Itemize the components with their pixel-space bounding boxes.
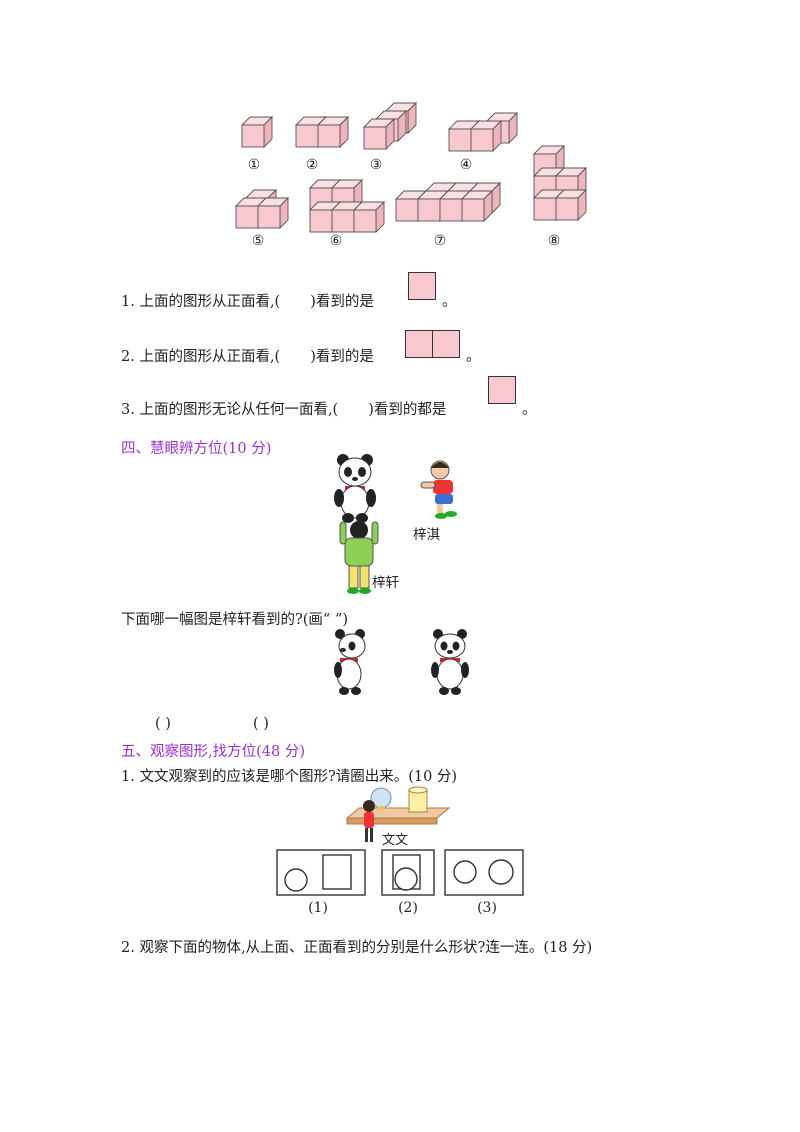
cube-figure-1 bbox=[241, 116, 273, 148]
boy-zixuan-icon bbox=[339, 521, 379, 594]
square-view-icon bbox=[488, 376, 516, 404]
section-4-question: 下面哪一幅图是梓轩看到的?(画“ ”) bbox=[121, 612, 349, 628]
girl-wenwen-icon bbox=[363, 800, 375, 842]
name-wenwen: 文文 bbox=[382, 833, 409, 848]
cylinder-icon bbox=[408, 786, 428, 813]
cube-figures bbox=[235, 102, 587, 233]
option-2-figure bbox=[381, 849, 435, 896]
name-ziqi: 梓淇 bbox=[413, 527, 440, 543]
question-3-1: 1. 上面的图形从正面看,()看到的是 bbox=[121, 294, 374, 310]
section-5-title: 五、观察图形,找方位(48 分) bbox=[121, 744, 305, 760]
cube-figure-3 bbox=[363, 102, 417, 150]
figure-label-8: ⑧ bbox=[547, 233, 561, 249]
option-label-2[interactable]: (2) bbox=[398, 900, 418, 916]
square-view-icon bbox=[408, 272, 436, 300]
ball-icon bbox=[370, 787, 392, 810]
panda-side-icon bbox=[334, 629, 366, 695]
cube-figure-4 bbox=[448, 112, 518, 152]
girl-ziqi-icon bbox=[420, 460, 457, 519]
panda-options bbox=[334, 629, 469, 695]
section-5-question-1: 1. 文文观察到的应该是哪个图形?请圈出来。(10 分) bbox=[121, 769, 458, 785]
option-label-3[interactable]: (3) bbox=[477, 900, 497, 916]
question-3-3: 3. 上面的图形无论从任何一面看,()看到的都是 bbox=[121, 402, 447, 418]
section-5-question-2: 2. 观察下面的物体,从上面、正面看到的分别是什么形状?连一连。(18 分) bbox=[121, 940, 593, 956]
square-view-icon bbox=[432, 330, 460, 358]
figure-label-1: ① bbox=[247, 157, 261, 173]
section-4-title: 四、慧眼辨方位(10 分) bbox=[121, 441, 272, 457]
cube-figure-5 bbox=[235, 189, 289, 229]
panda-icon bbox=[334, 454, 376, 523]
cube-figure-7 bbox=[395, 182, 501, 222]
period: 。 bbox=[522, 402, 537, 418]
figure-label-4: ④ bbox=[459, 157, 473, 173]
figure-label-6: ⑥ bbox=[329, 233, 343, 249]
name-zixuan: 梓轩 bbox=[372, 575, 399, 591]
scene-illustration bbox=[334, 454, 457, 594]
period: 。 bbox=[442, 294, 457, 310]
cube-figure-2 bbox=[295, 116, 349, 148]
answer-paren-right[interactable]: ( ) bbox=[253, 716, 269, 732]
period: 。 bbox=[466, 349, 481, 365]
option-label-1[interactable]: (1) bbox=[308, 900, 328, 916]
figure-label-7: ⑦ bbox=[433, 233, 447, 249]
answer-paren-left[interactable]: ( ) bbox=[155, 716, 171, 732]
figure-label-2: ② bbox=[305, 157, 319, 173]
figure-label-5: ⑤ bbox=[251, 233, 265, 249]
cube-figure-8 bbox=[533, 145, 587, 221]
shelf-scene bbox=[345, 786, 450, 842]
option-3-figure bbox=[444, 849, 524, 896]
square-view-icon bbox=[405, 330, 433, 358]
panda-front-icon bbox=[431, 629, 469, 695]
figure-label-3: ③ bbox=[369, 157, 383, 173]
cube-figure-6 bbox=[309, 179, 385, 233]
question-3-2: 2. 上面的图形从正面看,()看到的是 bbox=[121, 349, 374, 365]
option-1-figure bbox=[276, 849, 366, 896]
view-options bbox=[276, 849, 524, 896]
